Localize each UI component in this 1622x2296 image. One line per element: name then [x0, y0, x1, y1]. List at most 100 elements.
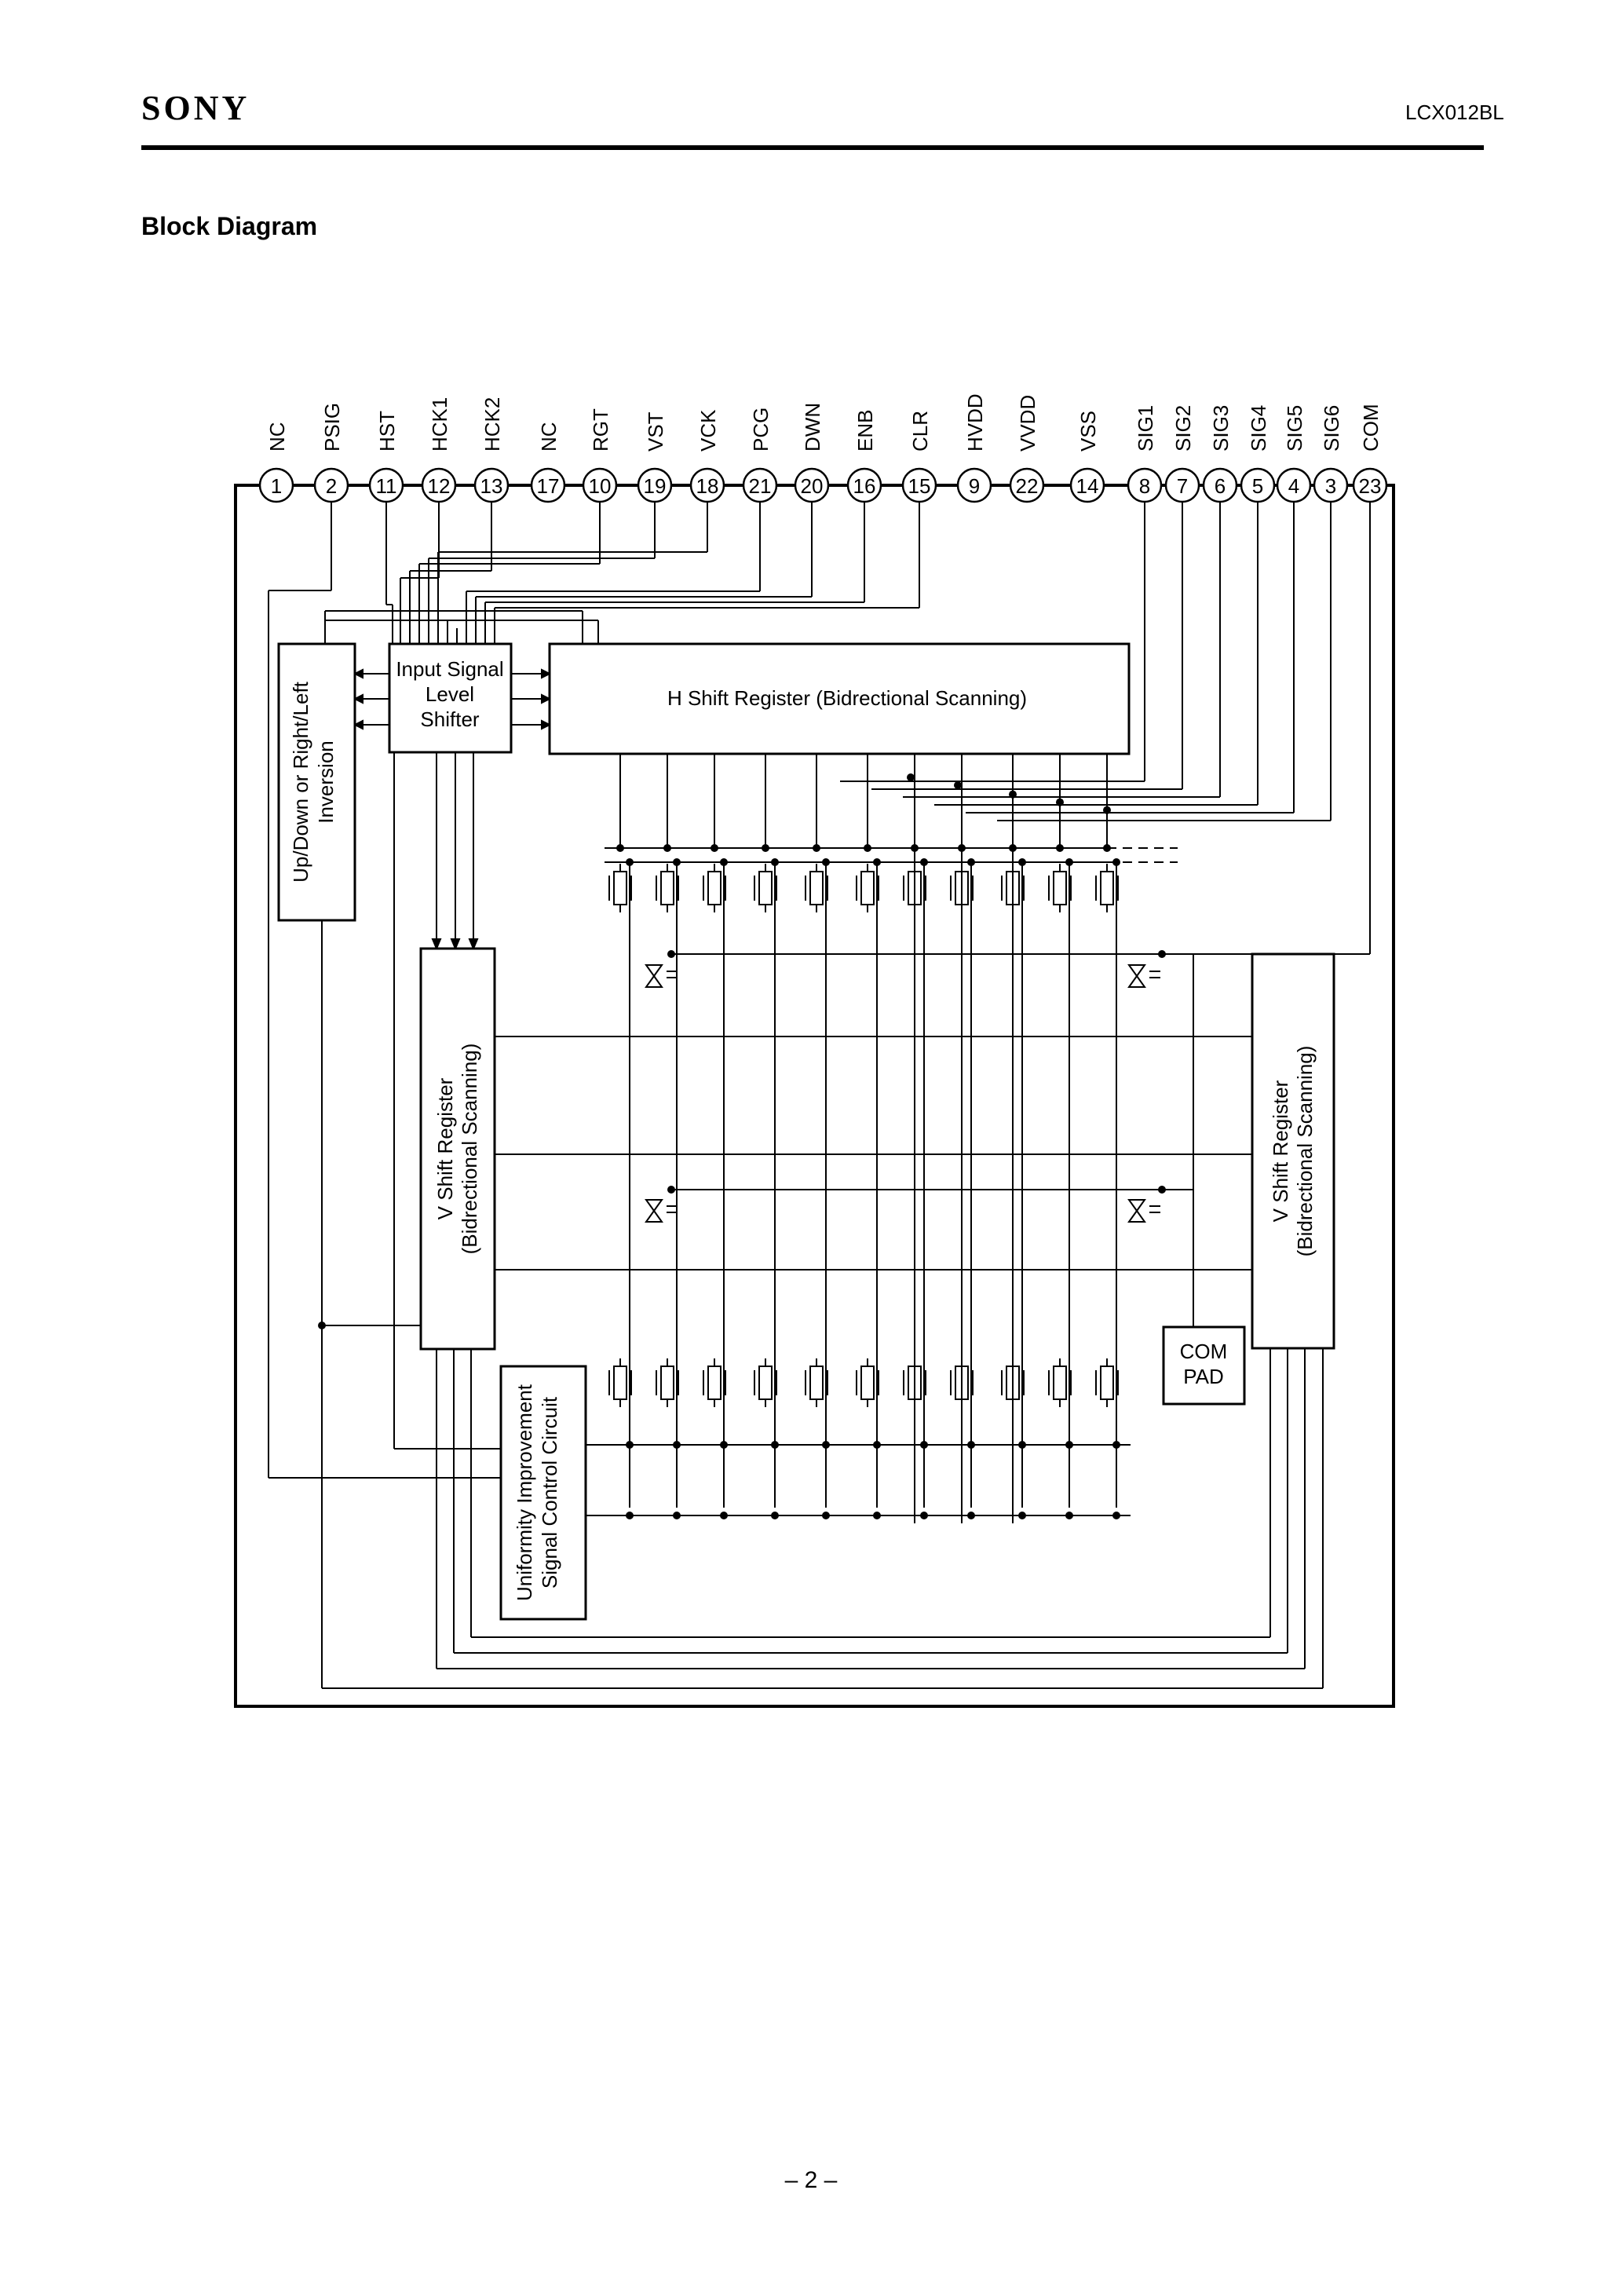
uniformity-label-2: Signal Control Circuit: [538, 1396, 561, 1589]
junction-dot: [873, 1512, 881, 1519]
lower-gate: [1095, 1358, 1119, 1407]
bowtie-top: [645, 964, 663, 978]
pin-circle: [794, 467, 830, 503]
junction-dot: [967, 858, 975, 866]
pin-circle: [1164, 467, 1200, 503]
upper-gate: [703, 864, 726, 912]
v-shift-right-label-2: (Bidrectional Scanning): [1293, 1046, 1317, 1257]
lower-gate: [805, 1358, 828, 1407]
junction-dot: [762, 844, 769, 852]
junction-dot: [920, 1441, 928, 1449]
header-rule: [141, 145, 1484, 150]
junction-dot: [720, 1512, 728, 1519]
lower-gate: [903, 1358, 926, 1407]
pin-circle: [1069, 467, 1105, 503]
upper-gate: [805, 864, 828, 912]
junction-dot: [822, 1512, 830, 1519]
level-shifter-label-2: Level: [426, 682, 474, 706]
pin-number: 21: [749, 474, 772, 498]
com-pad-label-2: PAD: [1183, 1365, 1224, 1388]
pin-name: VST: [644, 411, 667, 452]
junction-dot: [1112, 858, 1120, 866]
junction-dot: [1103, 806, 1111, 814]
pin-name: PCG: [749, 408, 773, 452]
junction-dot: [1112, 1512, 1120, 1519]
junction-dot: [822, 858, 830, 866]
document-id: LCX012BL: [1405, 101, 1504, 124]
updown-label-2: Inversion: [314, 740, 338, 824]
pin-21: 21 PCG: [742, 408, 778, 503]
pin-circle: [1313, 467, 1349, 503]
bowtie-top: [1127, 1199, 1146, 1212]
pin-name: RGT: [589, 408, 612, 452]
pin-number: 14: [1076, 474, 1099, 498]
junction-dot: [1158, 950, 1166, 958]
arrow-head: [450, 938, 461, 951]
arrow-head: [541, 719, 552, 730]
gate-body: [707, 871, 721, 905]
pin-circle: [689, 467, 725, 503]
junction-dot: [1103, 844, 1111, 852]
pin-number: 15: [908, 474, 931, 498]
v-shift-right-label-1: V Shift Register: [1269, 1080, 1292, 1222]
arrow-head: [353, 693, 363, 704]
pin-number: 3: [1325, 474, 1336, 498]
upper-gate: [856, 864, 879, 912]
junction-dot: [907, 773, 915, 781]
precharge-transistor: [1127, 1199, 1160, 1223]
gate-body: [860, 1366, 875, 1400]
h-shift-register-block: [548, 642, 1131, 755]
junction-dot: [1018, 858, 1026, 866]
bowtie-bottom: [1127, 974, 1146, 988]
pin-name: HCK1: [428, 397, 451, 452]
junction-dot: [667, 950, 675, 958]
lower-gate: [754, 1358, 777, 1407]
pin-circle: [1240, 467, 1276, 503]
junction-dot: [711, 844, 718, 852]
junction-dot: [626, 1441, 634, 1449]
junction-dot: [1065, 1441, 1073, 1449]
pin-name: VVDD: [1016, 395, 1039, 452]
pin-circle: [1352, 467, 1388, 503]
lower-gate: [1048, 1358, 1072, 1407]
updown-label-1: Up/Down or Right/Left: [289, 681, 312, 883]
lower-gate: [950, 1358, 974, 1407]
junction-dot: [873, 858, 881, 866]
pin-number: 5: [1252, 474, 1263, 498]
gate-body: [613, 871, 627, 905]
junction-dot: [822, 1441, 830, 1449]
junction-dot: [1065, 858, 1073, 866]
gate-body: [809, 871, 824, 905]
pin-circle: [1276, 467, 1312, 503]
pin-name: HST: [375, 411, 399, 452]
bowtie-bottom: [645, 974, 663, 988]
pin-circle: [901, 467, 937, 503]
pin-number: 13: [480, 474, 503, 498]
pin-number: 23: [1359, 474, 1382, 498]
junction-dot: [1056, 844, 1064, 852]
lower-gate: [703, 1358, 726, 1407]
pin-name: SIG5: [1283, 405, 1306, 452]
pin-name: SIG1: [1134, 405, 1157, 452]
junction-dot: [673, 1512, 681, 1519]
pin-number: 6: [1215, 474, 1226, 498]
gate-body: [860, 871, 875, 905]
junction-dot: [663, 844, 671, 852]
pin-name: ENB: [853, 410, 877, 452]
junction-dot: [771, 1512, 779, 1519]
precharge-transistor: [645, 964, 678, 988]
updown-inversion-block: [277, 642, 356, 922]
lower-gate: [856, 1358, 879, 1407]
pin-circle: [368, 467, 404, 503]
